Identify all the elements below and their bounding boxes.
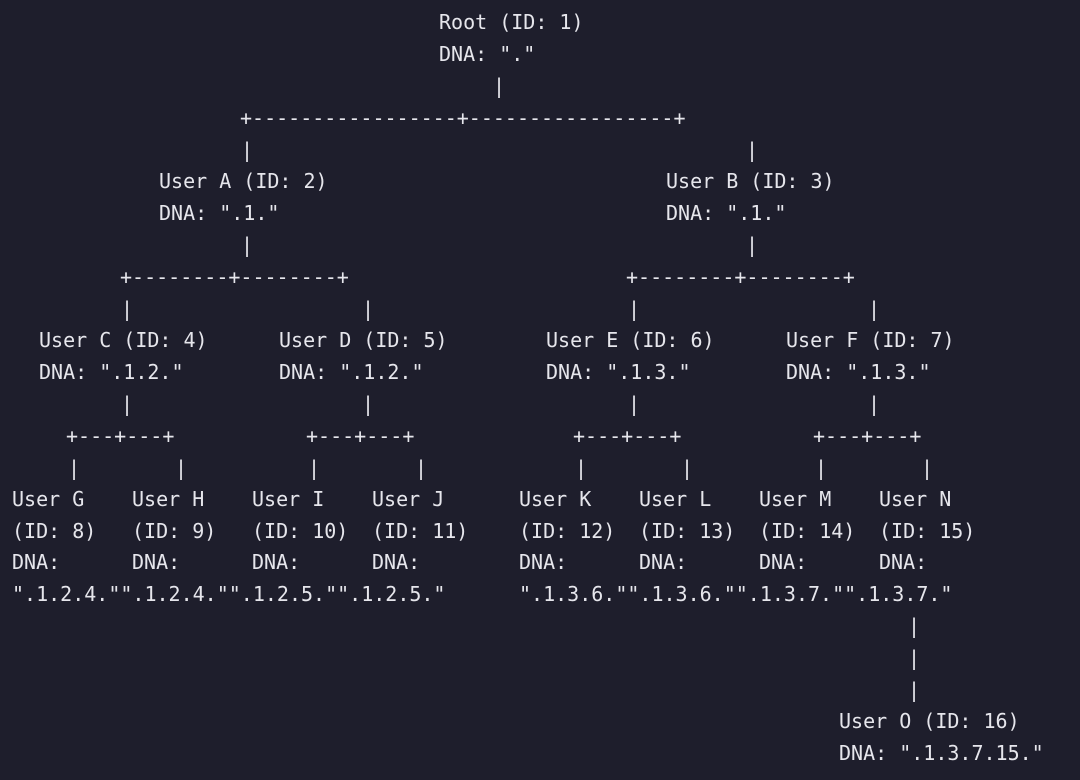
connector: | (908, 646, 921, 670)
connector: | (868, 297, 881, 321)
user-j-id: (ID: 11) (372, 519, 469, 543)
connector: | (746, 138, 759, 162)
connector: | (921, 456, 934, 480)
user-e-title: User E (ID: 6) (546, 328, 715, 352)
user-d-dna: DNA: ".1.2." (279, 360, 424, 384)
user-e-dna: DNA: ".1.3." (546, 360, 691, 384)
user-h-id: (ID: 9) (132, 519, 217, 543)
branch-line: +---+---+ (573, 424, 682, 448)
user-l-title: User L (639, 487, 712, 511)
user-m-id: (ID: 14) (759, 519, 856, 543)
connector: | (575, 456, 588, 480)
branch-line: +--------+--------+ (626, 265, 855, 289)
branch-line: +-----------------+-----------------+ (240, 106, 686, 130)
user-o-dna: DNA: ".1.3.7.15." (839, 741, 1044, 765)
user-n-id: (ID: 15) (879, 519, 976, 543)
user-m-dna-label: DNA: (759, 550, 808, 574)
user-f-dna: DNA: ".1.3." (786, 360, 931, 384)
connector: | (681, 456, 694, 480)
user-d-title: User D (ID: 5) (279, 328, 448, 352)
connector: | (815, 456, 828, 480)
user-a-title: User A (ID: 2) (159, 169, 328, 193)
branch-line: +---+---+ (66, 424, 175, 448)
user-l-dna-label: DNA: (639, 550, 688, 574)
leaf-dna-values-left: ".1.2.4."".1.2.4."".1.2.5."".1.2.5." (12, 582, 446, 606)
user-i-id: (ID: 10) (252, 519, 349, 543)
user-i-title: User I (252, 487, 325, 511)
connector: | (68, 456, 81, 480)
user-i-dna-label: DNA: (252, 550, 301, 574)
user-b-title: User B (ID: 3) (666, 169, 835, 193)
user-b-dna: DNA: ".1." (666, 201, 787, 225)
connector: | (121, 297, 134, 321)
user-m-title: User M (759, 487, 832, 511)
connector: | (868, 392, 881, 416)
user-n-title: User N (879, 487, 952, 511)
branch-line: +--------+--------+ (120, 265, 349, 289)
user-g-id: (ID: 8) (12, 519, 97, 543)
user-o-title: User O (ID: 16) (839, 709, 1020, 733)
branch-line: +---+---+ (813, 424, 922, 448)
branch-line: +---+---+ (306, 424, 415, 448)
connector: | (908, 614, 921, 638)
user-k-title: User K (519, 487, 592, 511)
connector: | (308, 456, 321, 480)
user-f-title: User F (ID: 7) (786, 328, 955, 352)
connector: | (415, 456, 428, 480)
connector: | (362, 297, 375, 321)
user-j-dna-label: DNA: (372, 550, 421, 574)
user-k-dna-label: DNA: (519, 550, 568, 574)
connector: | (746, 233, 759, 257)
user-a-dna: DNA: ".1." (159, 201, 280, 225)
user-c-dna: DNA: ".1.2." (39, 360, 184, 384)
connector: | (121, 392, 134, 416)
user-g-dna-label: DNA: (12, 550, 61, 574)
user-h-title: User H (132, 487, 205, 511)
connector: | (241, 138, 254, 162)
user-h-dna-label: DNA: (132, 550, 181, 574)
user-g-title: User G (12, 487, 85, 511)
connector: | (362, 392, 375, 416)
connector: | (175, 456, 188, 480)
root-node-dna: DNA: "." (439, 42, 536, 66)
user-l-id: (ID: 13) (639, 519, 736, 543)
connector: | (493, 74, 506, 98)
connector: | (908, 678, 921, 702)
user-j-title: User J (372, 487, 445, 511)
connector: | (241, 233, 254, 257)
user-n-dna-label: DNA: (879, 550, 928, 574)
user-k-id: (ID: 12) (519, 519, 616, 543)
connector: | (628, 297, 641, 321)
connector: | (628, 392, 641, 416)
user-c-title: User C (ID: 4) (39, 328, 208, 352)
root-node-title: Root (ID: 1) (439, 10, 584, 34)
leaf-dna-values-right: ".1.3.6."".1.3.6."".1.3.7."".1.3.7." (519, 582, 953, 606)
